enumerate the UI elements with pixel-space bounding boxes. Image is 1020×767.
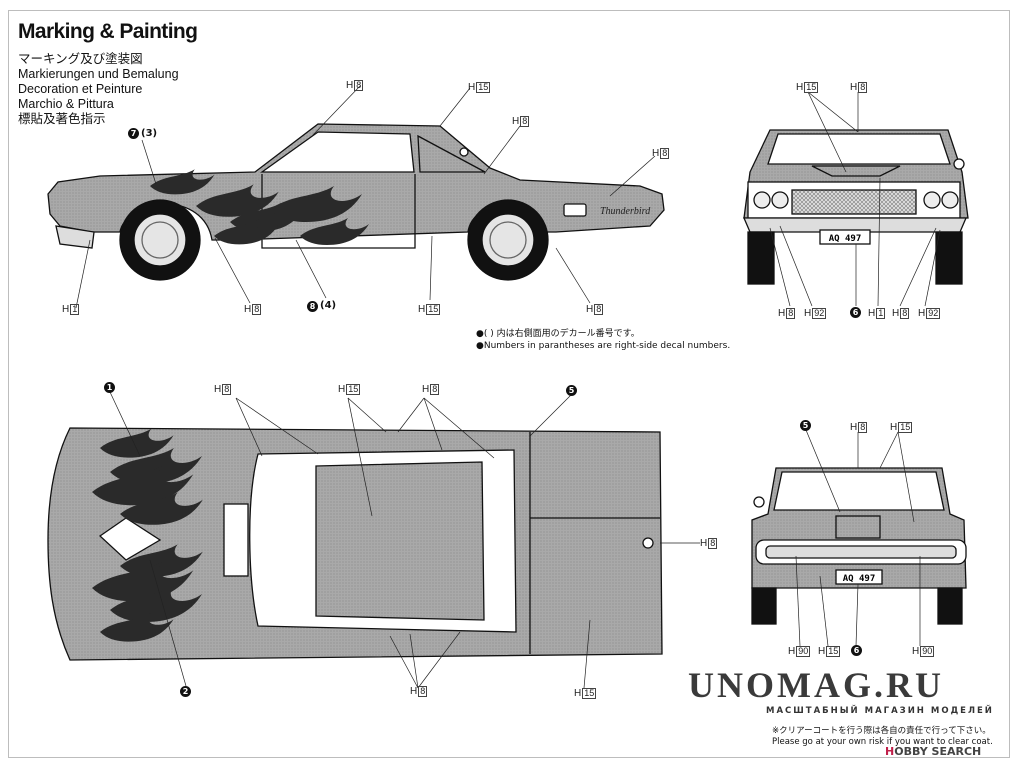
side-leaders: [75, 85, 656, 309]
page-title: Marking & Painting: [18, 20, 198, 43]
front-view: [743, 129, 969, 285]
rear-view: [751, 467, 967, 625]
decal-note-en: ●Numbers in parantheses are right-side d…: [476, 341, 731, 351]
rear-window: [773, 471, 945, 511]
front-leaders: [769, 91, 941, 307]
decal-7-marker: 7: [128, 128, 139, 139]
top-leaders: [109, 391, 700, 689]
rear-leaders: [795, 429, 921, 647]
subtitle-jp: マーキング及び塗装図: [18, 52, 143, 66]
rear-plate-text: AQ 497: [843, 574, 876, 584]
top-roof: [315, 461, 485, 621]
decal-note: ●( ) 内は右側面用のデカール番号です。 ●Numbers in parant…: [476, 328, 730, 352]
decal-5-rear-marker: 5: [800, 420, 811, 431]
decal-6-rear-marker: 6: [851, 645, 862, 656]
front-windshield: [767, 133, 951, 165]
svg-text:Thunderbird: Thunderbird: [600, 206, 651, 217]
side-window: [259, 131, 415, 173]
watermark-brand: UNOMAG.RU: [688, 665, 944, 705]
front-grille: [791, 189, 917, 215]
decal-5-top-marker: 5: [566, 385, 577, 396]
subtitle-fr: Decoration et Peinture: [18, 82, 143, 96]
subtitle-block: マーキング及び塗装図 Markierungen und Bemalung Dec…: [18, 52, 179, 127]
decal-8-marker: 8: [307, 301, 318, 312]
decal-note-jp: ●( ) 内は右側面用のデカール番号です。: [476, 329, 640, 339]
decal-6-front-marker: 6: [850, 307, 861, 318]
watermark-tagline: МАСШТАБНЫЙ МАГАЗИН МОДЕЛЕЙ: [766, 706, 994, 716]
footer-note-en: Please go at your own risk if you want t…: [772, 737, 993, 747]
decal-3-marker: (3): [141, 128, 158, 139]
rear-left-tire: [751, 587, 777, 625]
front-plate-text: AQ 497: [829, 234, 862, 244]
subtitle-de: Markierungen und Bemalung: [18, 67, 179, 81]
hobby-search-logo: HOBBY SEARCH: [885, 745, 982, 758]
footer-note: ※クリアーコートを行う際は各自の責任で行って下さい。 Please go at …: [772, 726, 993, 748]
top-view: [47, 427, 663, 661]
front-left-tire: [747, 231, 775, 285]
side-view: Thunderbird: [47, 123, 665, 281]
decal-2-marker: 2: [180, 686, 191, 697]
subtitle-it: Marchio & Pittura: [18, 97, 114, 111]
footer-note-jp: ※クリアーコートを行う際は各自の責任で行って下さい。: [772, 726, 991, 736]
front-plate: [819, 229, 871, 245]
decal-1-marker: 1: [104, 382, 115, 393]
front-right-tire: [935, 231, 963, 285]
front-bumper: [55, 225, 95, 249]
subtitle-cn: 標貼及著色指示: [18, 112, 106, 126]
rear-right-tire: [937, 587, 963, 625]
decal-4-marker: (4): [320, 300, 337, 311]
rear-plate: [835, 569, 883, 585]
instruction-frame: [8, 10, 1010, 758]
